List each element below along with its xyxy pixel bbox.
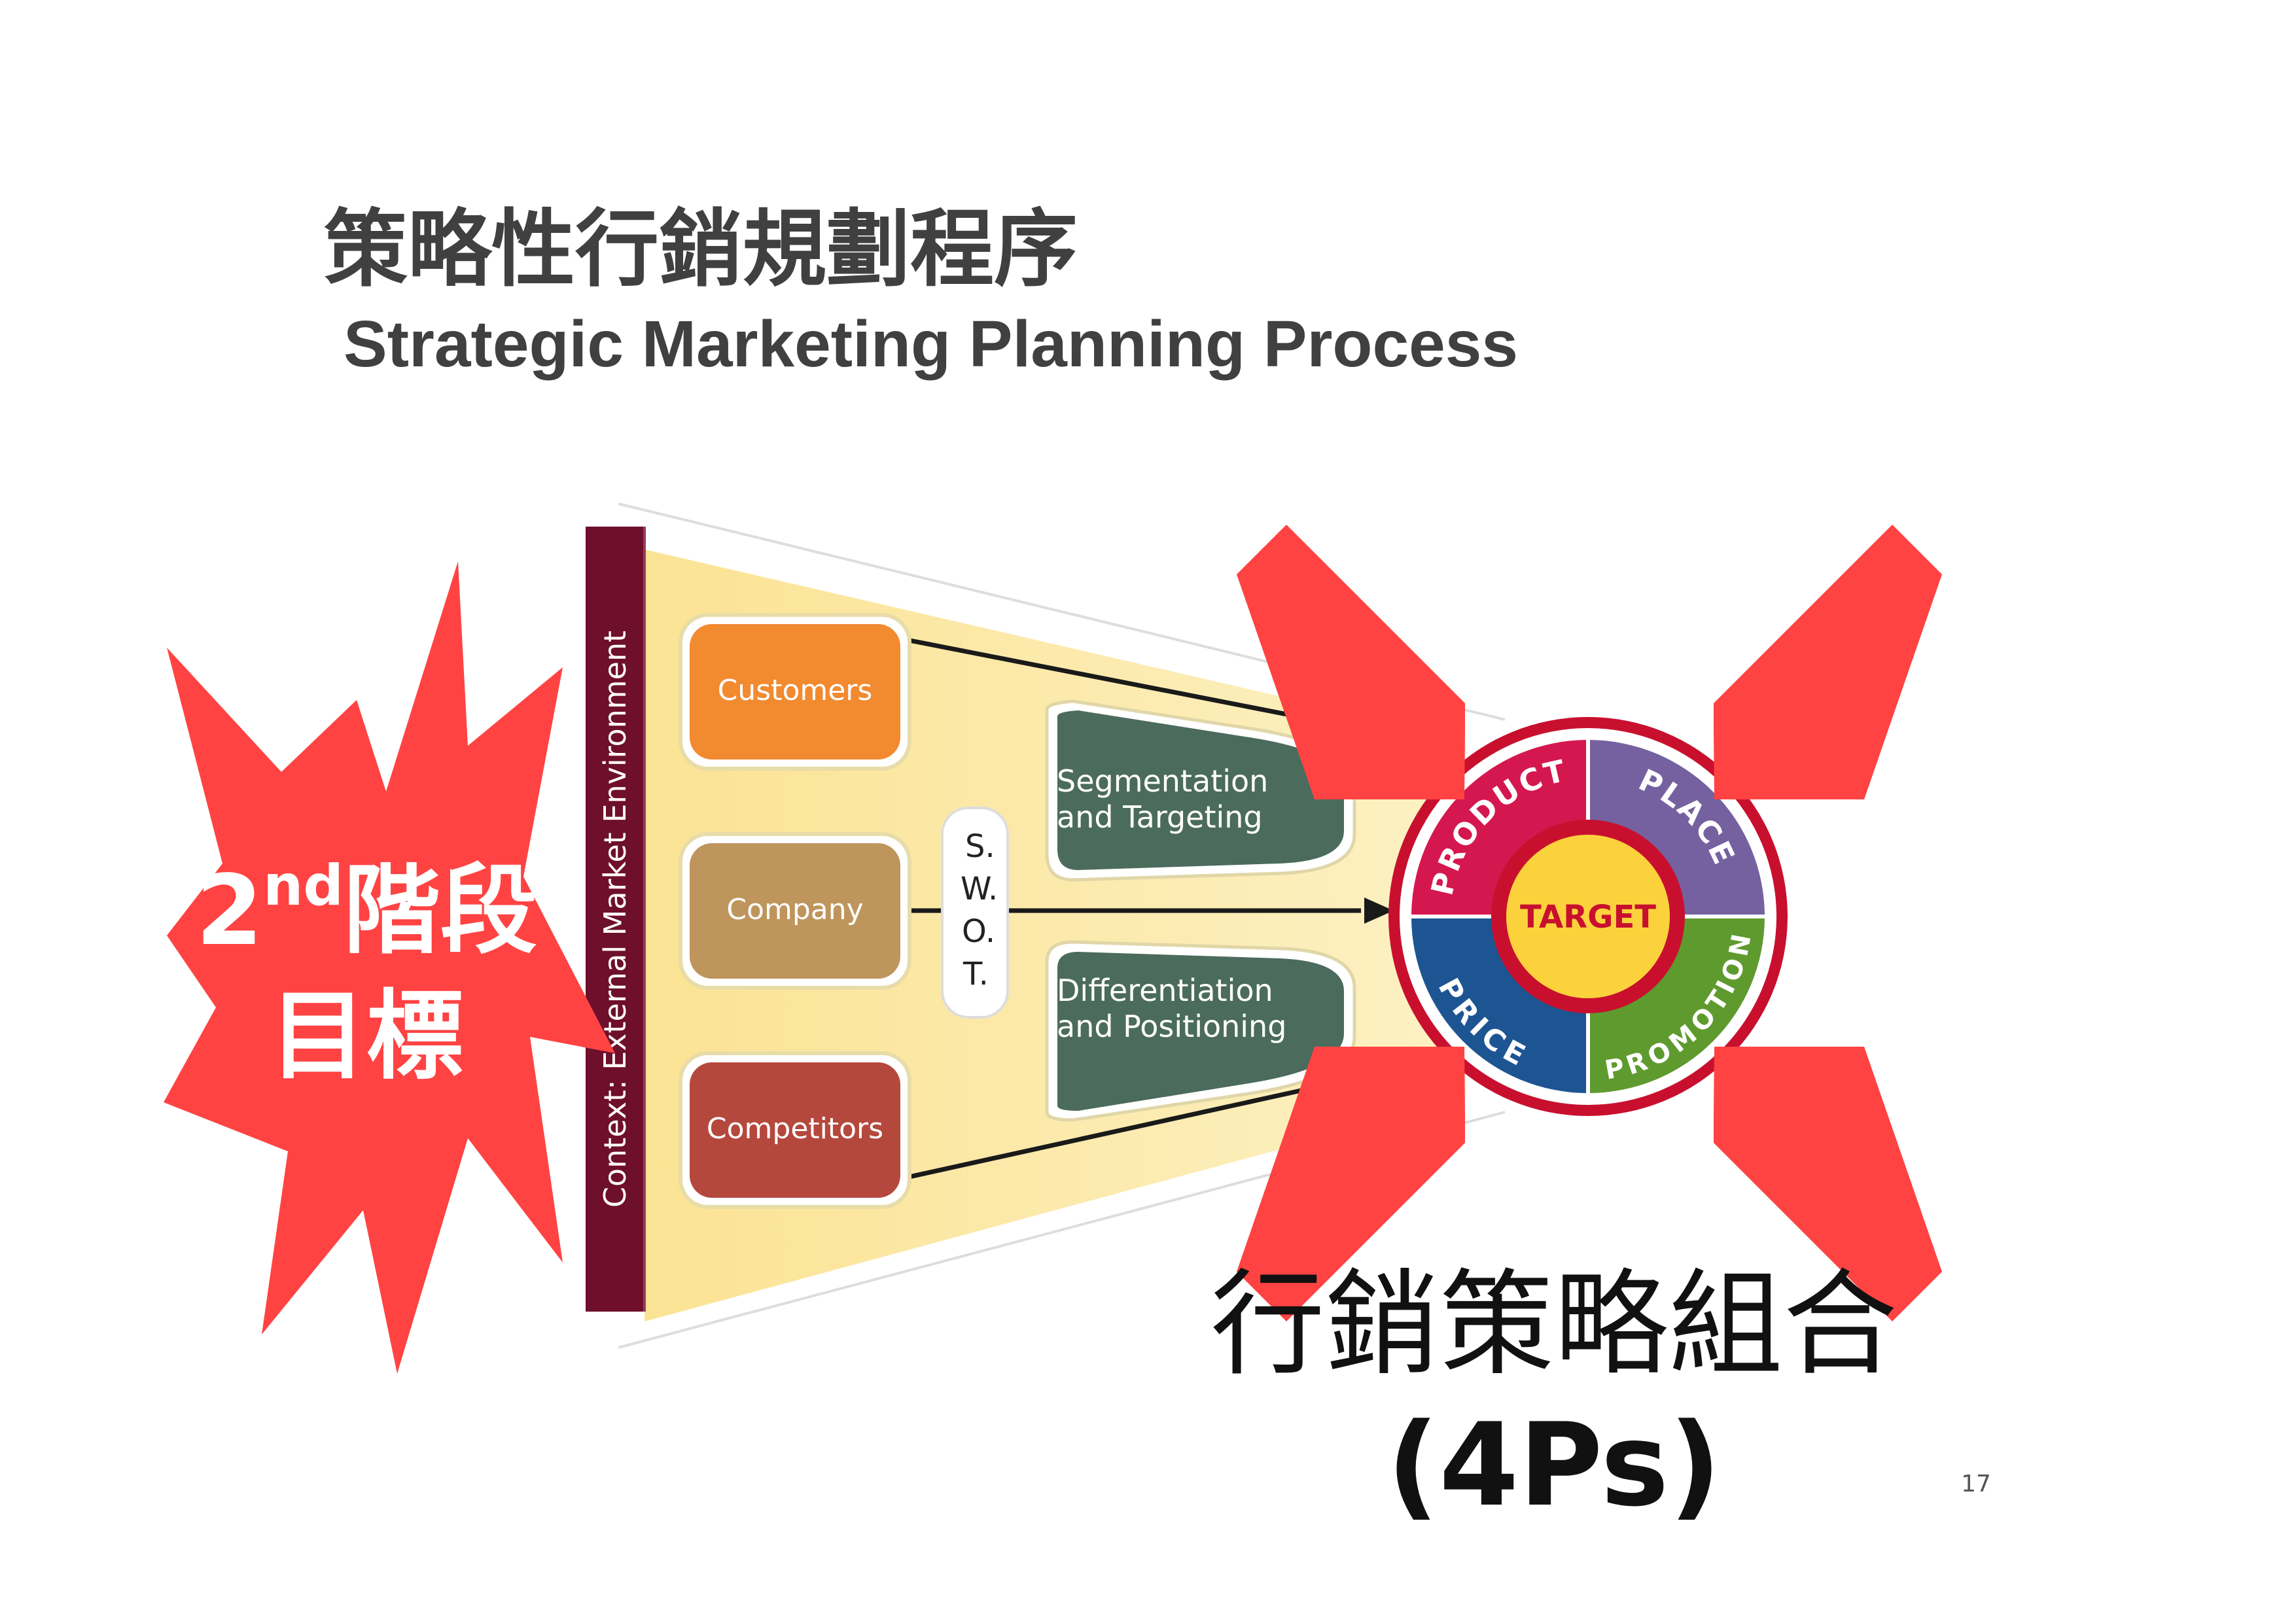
starburst-shape xyxy=(164,561,615,1374)
starburst-line1: 2nd階段 xyxy=(196,853,537,967)
box-segmentation: Segmentation and Targeting xyxy=(1045,699,1356,882)
context-bar xyxy=(586,527,646,1312)
starburst-sup: nd xyxy=(263,853,344,918)
title-chinese: 策略性行銷規劃程序 xyxy=(324,201,1078,298)
box-competitors-label: Competitors xyxy=(707,1112,883,1145)
swot-w: W. xyxy=(961,871,998,907)
arrow-bottom-right xyxy=(1714,1047,1942,1321)
swot-s: S. xyxy=(965,828,995,865)
arrow-bottom-left xyxy=(1237,1047,1465,1321)
starburst-stage: 階段 xyxy=(344,854,537,967)
title-english: Strategic Marketing Planning Process xyxy=(344,307,1518,381)
box-company: Company xyxy=(679,832,911,990)
segmentation-line2: and Targeting xyxy=(1057,799,1263,835)
arrow-top-right xyxy=(1714,525,1942,799)
box-customers-label: Customers xyxy=(718,674,873,707)
connector-arrowhead xyxy=(1364,898,1394,924)
box-company-label: Company xyxy=(726,893,863,926)
starburst-callout: 2nd階段 目標 xyxy=(164,561,615,1374)
box-customers: Customers xyxy=(679,613,911,771)
caption-line2: (4Ps) xyxy=(1386,1399,1721,1532)
swot-t: T. xyxy=(963,956,989,992)
arrow-top-left xyxy=(1237,525,1465,799)
starburst-line2: 目標 xyxy=(270,980,463,1092)
swot-pill: S. W. O. T. xyxy=(941,807,1009,1019)
swot-o: O. xyxy=(962,913,995,950)
box-differentiation: Differentiation and Positioning xyxy=(1045,940,1356,1122)
starburst-number: 2 xyxy=(196,854,263,967)
segmentation-line1: Segmentation xyxy=(1057,763,1268,799)
page-number: 17 xyxy=(1961,1471,1991,1497)
red-arrows xyxy=(1237,525,1942,1321)
differentiation-line1: Differentiation xyxy=(1057,973,1273,1008)
marketing-process-diagram: Context: External Market Environment Cus… xyxy=(586,502,1788,1349)
wheel-center-target: TARGET xyxy=(1520,899,1656,935)
caption-line1: 行銷策略組合 xyxy=(1210,1259,1898,1391)
context-label: Context: External Market Environment xyxy=(597,631,633,1208)
box-competitors: Competitors xyxy=(679,1051,911,1209)
differentiation-line2: and Positioning xyxy=(1057,1009,1286,1044)
marketing-mix-wheel: PRODUCT PLACE PRICE PROMOTION TARGET xyxy=(1388,717,1788,1116)
